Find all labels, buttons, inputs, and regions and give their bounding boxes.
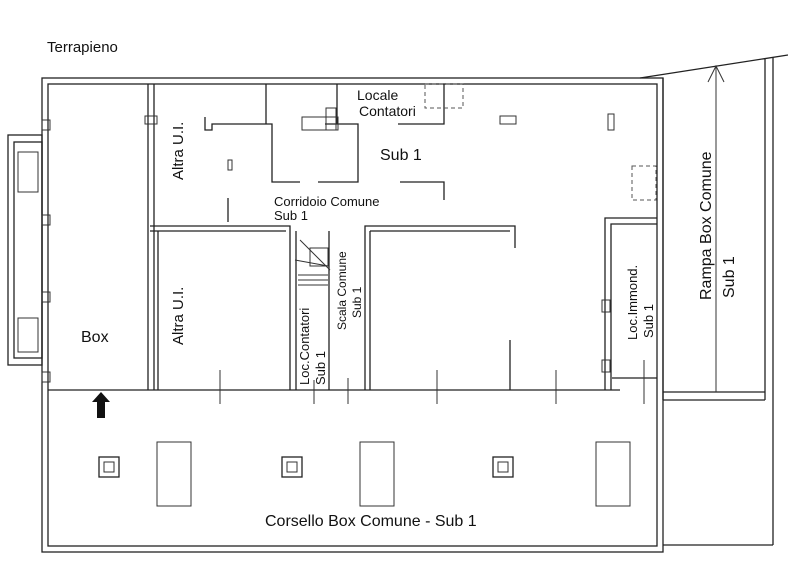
label-terrapieno: Terrapieno: [47, 39, 118, 56]
label-loc-contatori-1: Loc.Contatori: [297, 308, 312, 385]
label-corsello: Corsello Box Comune - Sub 1: [265, 513, 477, 530]
label-corridoio-2: Sub 1: [274, 208, 308, 223]
label-loc-immond-1: Loc.Immond.: [625, 265, 640, 340]
ramp-arrow-icon: [707, 64, 725, 392]
label-rampa-1: Rampa Box Comune: [698, 151, 715, 300]
label-rampa-2: Sub 1: [721, 256, 738, 298]
label-scala-2: Sub 1: [350, 286, 364, 318]
box-walls: [48, 84, 620, 391]
upper-walls: [204, 83, 657, 222]
ticks: [219, 360, 645, 404]
label-altra-ui-bottom: Altra U.I.: [170, 287, 187, 345]
corsello-elements: [98, 441, 631, 507]
balcony: [7, 119, 51, 383]
label-scala-1: Scala Comune: [335, 251, 349, 330]
label-locale-contatori-2: Contatori: [359, 103, 416, 119]
label-locale-contatori-1: Locale: [357, 87, 398, 103]
label-altra-ui-top: Altra U.I.: [170, 122, 187, 180]
label-loc-immond-2: Sub 1: [641, 304, 656, 338]
label-loc-contatori-2: Sub 1: [313, 351, 328, 385]
label-corridoio-1: Corridoio Comune: [274, 194, 380, 209]
entrance-arrow-icon: [92, 392, 110, 418]
label-box: Box: [81, 329, 109, 346]
outer-walls: [41, 54, 788, 553]
label-sub1-room: Sub 1: [380, 147, 422, 164]
middle-walls: [150, 217, 657, 390]
